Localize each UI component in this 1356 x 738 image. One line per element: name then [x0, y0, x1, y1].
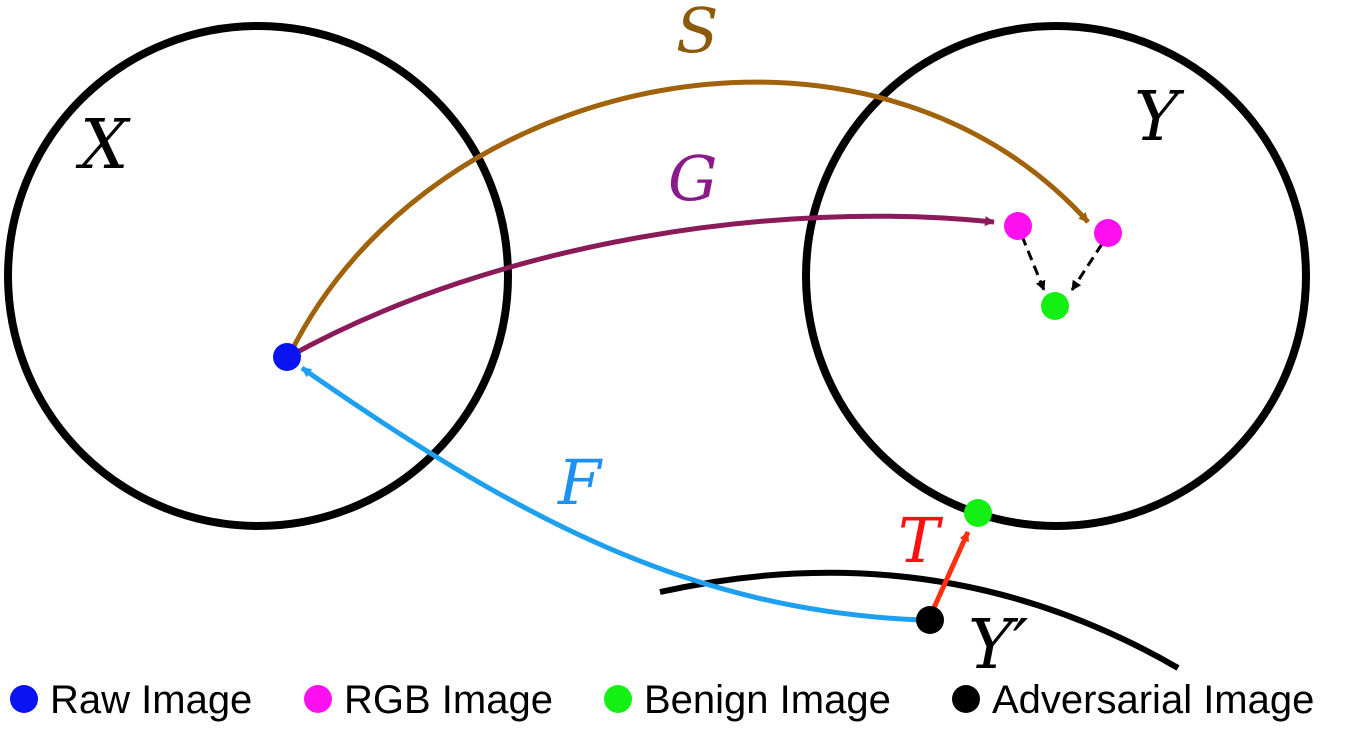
label-set-y: Y — [1134, 78, 1185, 157]
legend-dot-benign — [604, 685, 632, 713]
dashed-arrow-left — [1020, 235, 1046, 291]
legend-dot-rgb — [304, 685, 332, 713]
legend-label-benign: Benign Image — [644, 678, 891, 722]
rgb-image-point-g — [1004, 212, 1032, 240]
set-y-prime-curve — [659, 569, 1180, 671]
arrow-g — [288, 213, 995, 359]
adversarial-image-point — [916, 606, 944, 634]
rgb-image-point-s — [1094, 219, 1122, 247]
label-map-g: G — [668, 142, 718, 215]
legend-label-raw: Raw Image — [50, 678, 252, 722]
legend-label-rgb: RGB Image — [344, 678, 553, 722]
arrow-s — [287, 79, 1090, 356]
benign-image-point-y — [1041, 292, 1069, 320]
set-y-circle — [802, 22, 1310, 530]
label-set-y-prime: Y′ — [968, 606, 1029, 685]
benign-image-point-t — [964, 499, 992, 527]
label-set-x: X — [75, 106, 131, 185]
label-map-f: F — [557, 446, 603, 519]
set-x-circle — [4, 22, 512, 530]
legend-dot-adversarial — [952, 685, 980, 713]
dashed-arrow-right — [1070, 243, 1104, 291]
arrow-t — [930, 530, 971, 612]
arrow-f — [300, 365, 921, 623]
legend-dot-raw — [10, 685, 38, 713]
label-map-s: S — [676, 0, 718, 67]
legend-label-adversarial: Adversarial Image — [992, 678, 1314, 722]
raw-image-point — [273, 343, 301, 371]
label-map-t: T — [898, 504, 944, 577]
legend: Raw Image RGB Image Benign Image Adversa… — [10, 678, 1314, 722]
